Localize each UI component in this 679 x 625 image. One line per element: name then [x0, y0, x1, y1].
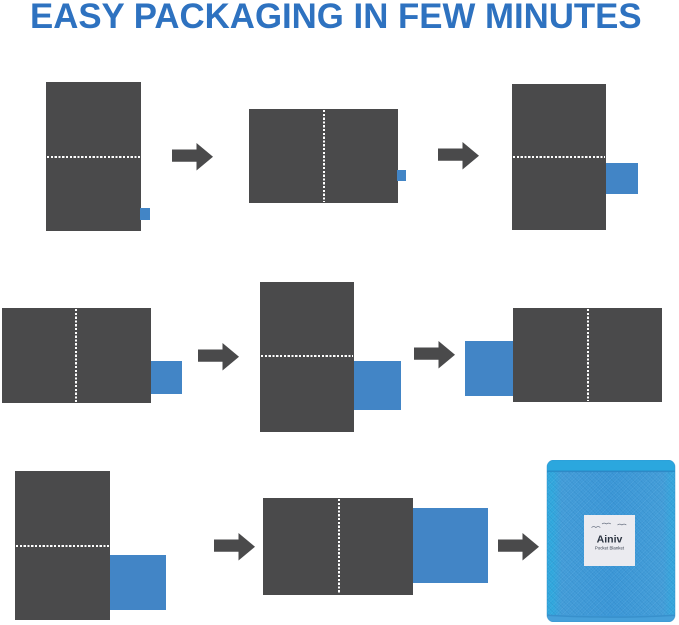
svg-text:Ainiv: Ainiv [597, 534, 623, 546]
svg-text:Pocket Blanket: Pocket Blanket [595, 546, 625, 551]
